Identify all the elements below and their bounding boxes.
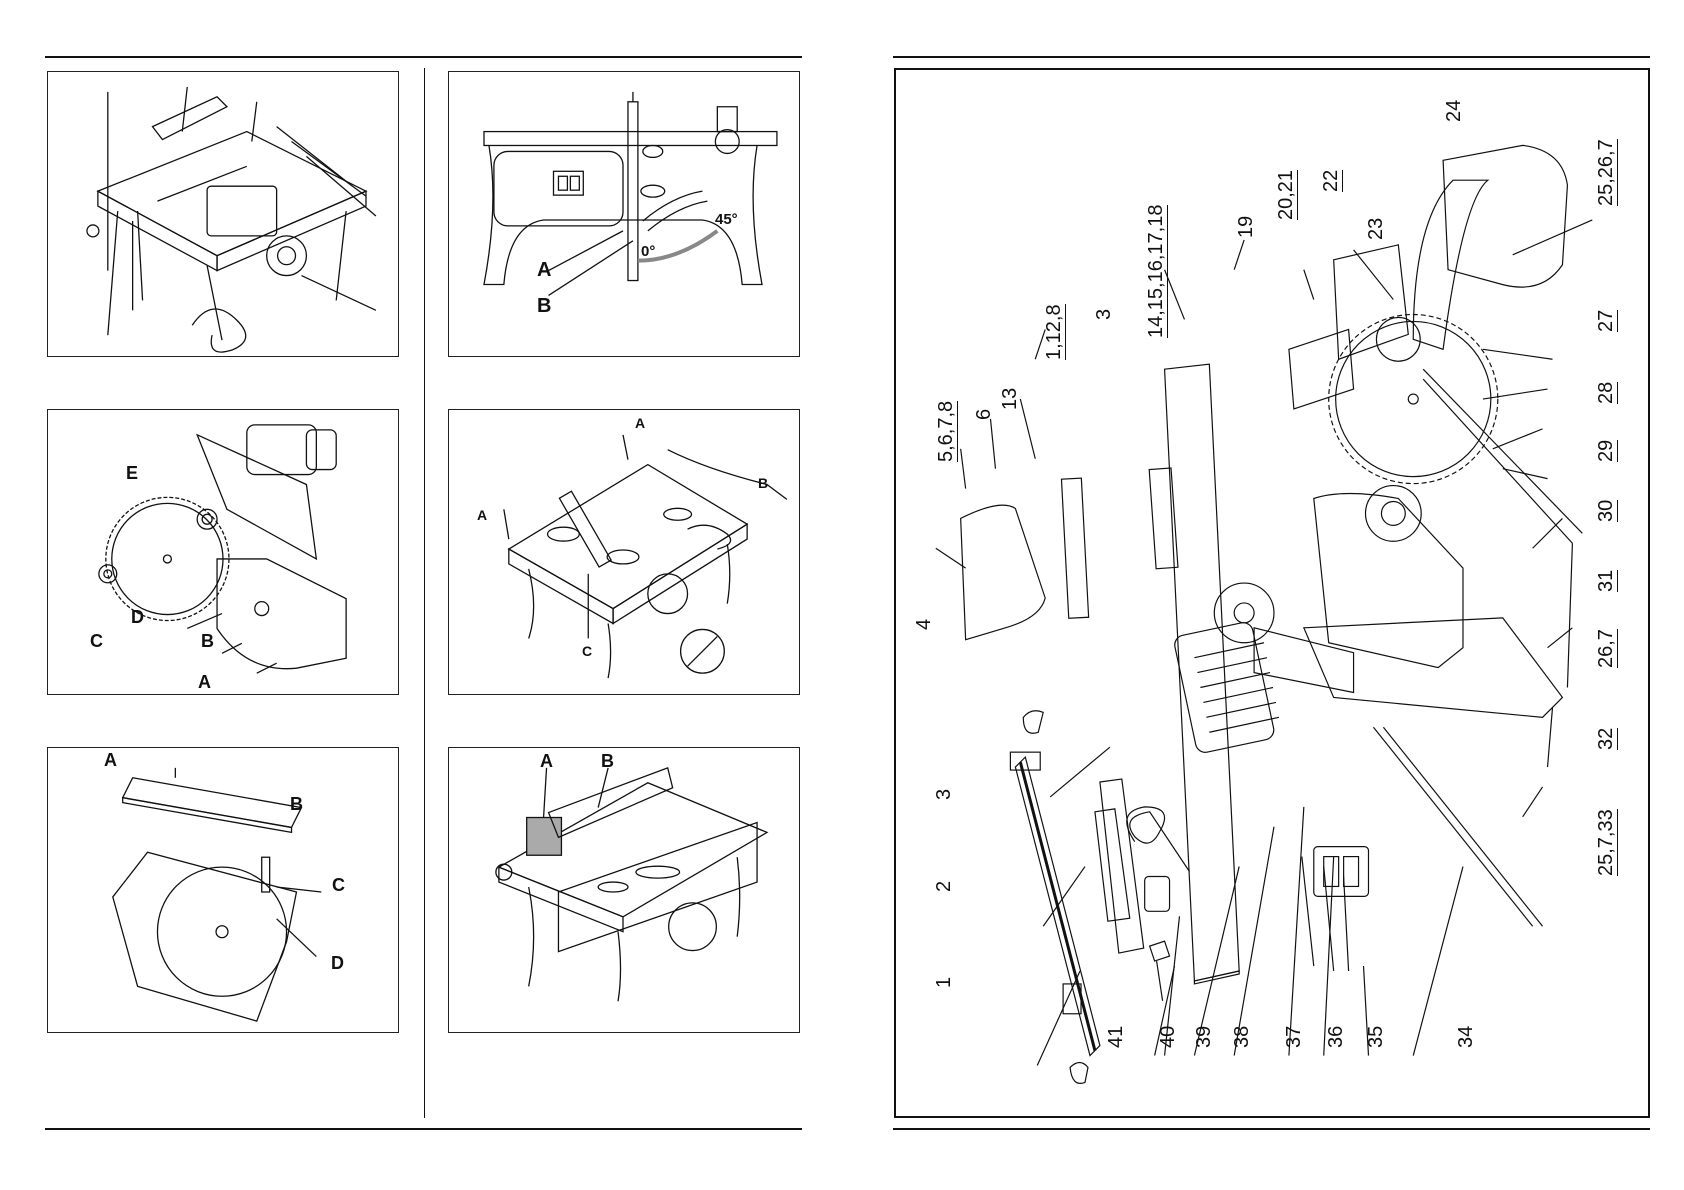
- bevel-label-b: B: [537, 296, 551, 316]
- figure-table-use: A A B C: [448, 409, 800, 695]
- left-top-rule: [45, 56, 802, 58]
- figure-assembly-overview: [47, 71, 399, 357]
- part-number-2: 2: [934, 881, 954, 892]
- part-number-14-18: 14,15,16,17,18: [1146, 205, 1166, 338]
- blade-label-c: C: [90, 632, 103, 650]
- insert-label-d: D: [331, 954, 344, 972]
- blade-label-a: A: [198, 673, 211, 691]
- part-number-25-26-7-text: 25,26,7: [1595, 139, 1618, 206]
- blade-label-b: B: [201, 632, 214, 650]
- bevel-angle-45: 45°: [715, 212, 738, 227]
- part-number-22-text: 22: [1320, 170, 1343, 192]
- bevel-angle-0: 0°: [641, 244, 655, 259]
- part-number-38: 38: [1232, 1026, 1252, 1048]
- part-number-5-6-7-8-text: 5,6,7,8: [935, 401, 958, 462]
- part-number-32-text: 32: [1595, 728, 1618, 750]
- insert-label-b: B: [290, 795, 303, 813]
- table-use-drawing: [449, 410, 799, 694]
- part-number-4: 4: [914, 619, 934, 630]
- part-number-1: 1: [934, 977, 954, 988]
- part-number-25-26-7: 25,26,7: [1596, 139, 1616, 206]
- part-number-24: 24: [1444, 100, 1464, 122]
- bevel-adjust-drawing: [449, 72, 799, 356]
- table-label-a-left: A: [477, 508, 487, 522]
- part-number-23: 23: [1366, 218, 1386, 240]
- right-bottom-rule: [893, 1128, 1650, 1130]
- part-number-34: 34: [1456, 1026, 1476, 1048]
- part-number-13: 13: [1000, 388, 1020, 410]
- part-number-40: 40: [1158, 1026, 1178, 1048]
- insert-label-a: A: [104, 751, 117, 769]
- part-number-28: 28: [1596, 382, 1616, 404]
- right-top-rule: [893, 56, 1650, 58]
- assembly-overview-drawing: [48, 72, 398, 356]
- part-number-39: 39: [1194, 1026, 1214, 1048]
- figure-bevel-adjust: A B 0° 45°: [448, 71, 800, 357]
- part-number-1-12-8-text: 1,12,8: [1043, 304, 1066, 360]
- part-number-31: 31: [1596, 570, 1616, 592]
- part-number-35: 35: [1366, 1026, 1386, 1048]
- part-number-29-text: 29: [1595, 440, 1618, 462]
- rip-fence-drawing: [449, 748, 799, 1032]
- part-number-20-21-text: 20,21: [1275, 170, 1298, 220]
- part-number-29: 29: [1596, 440, 1616, 462]
- part-number-36: 36: [1326, 1026, 1346, 1048]
- part-number-31-text: 31: [1595, 570, 1618, 592]
- part-number-25-7-33: 25,7,33: [1596, 809, 1616, 876]
- part-number-30-text: 30: [1595, 500, 1618, 522]
- blade-label-d: D: [131, 608, 144, 626]
- part-number-1-12-8: 1,12,8: [1044, 304, 1064, 360]
- fence-label-a: A: [540, 752, 553, 770]
- part-number-27: 27: [1596, 310, 1616, 332]
- part-number-41: 41: [1106, 1026, 1126, 1048]
- bevel-label-a: A: [537, 260, 551, 280]
- figure-blade-change: E D C B A: [47, 409, 399, 695]
- part-number-25-7-33-text: 25,7,33: [1595, 809, 1618, 876]
- table-label-a-top: A: [635, 416, 645, 430]
- figure-rip-fence: A B: [448, 747, 800, 1033]
- table-label-c: C: [582, 644, 592, 658]
- part-number-22: 22: [1321, 170, 1341, 192]
- blade-change-drawing: [48, 410, 398, 694]
- fence-label-b: B: [601, 752, 614, 770]
- left-bottom-rule: [45, 1128, 802, 1130]
- table-label-b: B: [758, 476, 768, 490]
- part-number-20-21: 20,21: [1276, 170, 1296, 220]
- column-divider: [424, 68, 425, 1118]
- exploded-view-drawing: [896, 70, 1648, 1116]
- insert-label-c: C: [332, 876, 345, 894]
- figure-table-insert: A B C D: [47, 747, 399, 1033]
- part-number-19: 19: [1236, 216, 1256, 238]
- part-number-3-upper: 3: [1094, 309, 1114, 320]
- part-number-26-7-text: 26,7: [1595, 629, 1618, 668]
- part-number-6: 6: [974, 409, 994, 420]
- blade-label-e: E: [126, 464, 138, 482]
- table-insert-drawing: [48, 748, 398, 1032]
- part-number-3-lower: 3: [934, 789, 954, 800]
- part-number-37: 37: [1284, 1026, 1304, 1048]
- exploded-view-panel: 1 2 3 4 5,6,7,8 6 13 1,12,8 3 14,15,16,1…: [894, 68, 1650, 1118]
- part-number-30: 30: [1596, 500, 1616, 522]
- part-number-32: 32: [1596, 728, 1616, 750]
- part-number-14-18-text: 14,15,16,17,18: [1145, 205, 1168, 338]
- part-number-5-6-7-8: 5,6,7,8: [936, 401, 956, 462]
- part-number-27-text: 27: [1595, 310, 1618, 332]
- part-number-28-text: 28: [1595, 382, 1618, 404]
- part-number-26-7: 26,7: [1596, 629, 1616, 668]
